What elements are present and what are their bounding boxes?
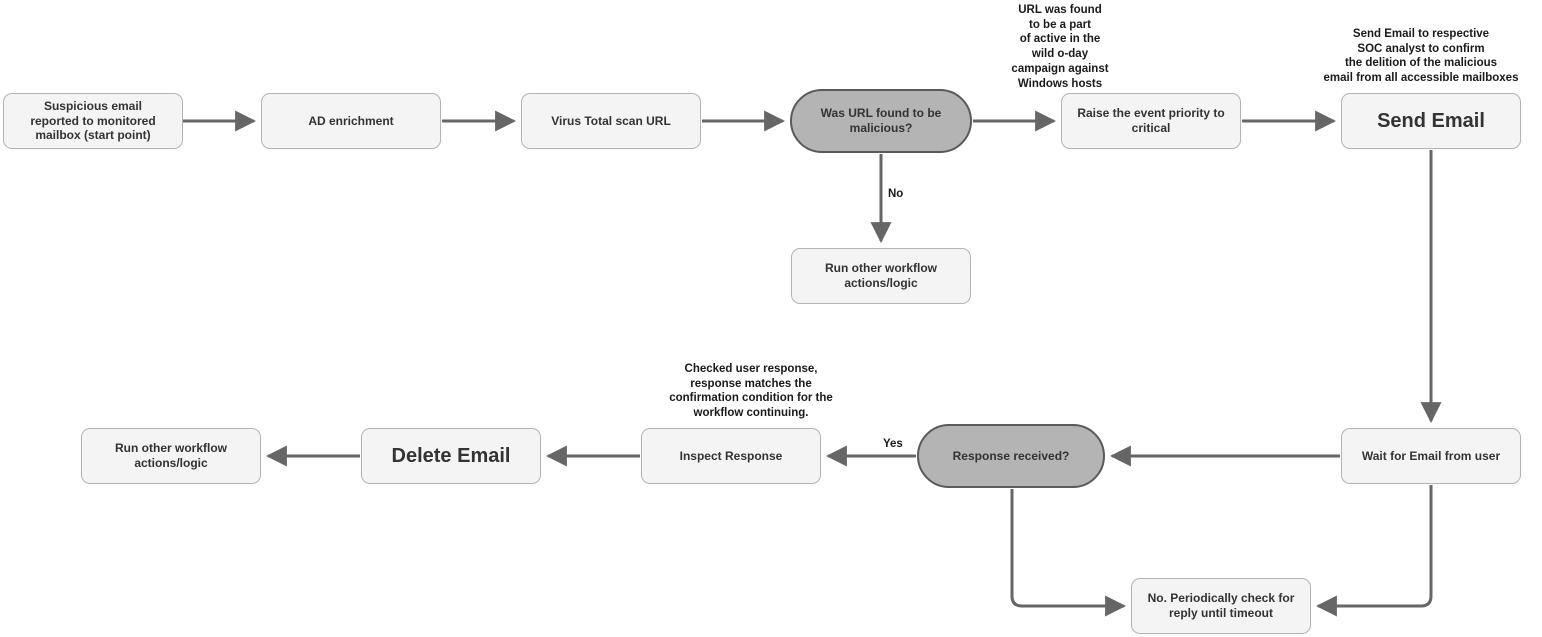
- node-response-received-decision-label: Response received?: [952, 448, 1070, 463]
- node-run-other-workflow-top-label: Run other workflow actions/logic: [825, 261, 937, 290]
- edge-label-no: No: [888, 188, 904, 200]
- node-delete-email[interactable]: Delete Email: [361, 428, 541, 484]
- node-inspect-response-label: Inspect Response: [679, 448, 783, 463]
- node-ad-enrichment[interactable]: AD enrichment: [261, 93, 441, 149]
- node-wait-for-email[interactable]: Wait for Email from user: [1341, 428, 1521, 484]
- node-wait-for-email-label: Wait for Email from user: [1361, 448, 1501, 463]
- edge-label-yes: Yes: [883, 438, 903, 450]
- node-start-label: Suspicious email reported to monitored m…: [30, 99, 156, 143]
- edge-response-no-to-periodic: [1010, 489, 1127, 617]
- node-response-received-decision[interactable]: Response received?: [917, 424, 1105, 488]
- annotation-send-email-note: Send Email to respective SOC analyst to …: [1323, 28, 1519, 85]
- node-start[interactable]: Suspicious email reported to monitored m…: [3, 93, 183, 149]
- node-raise-priority[interactable]: Raise the event priority to critical: [1061, 93, 1241, 149]
- node-periodic-check[interactable]: No. Periodically check for reply until t…: [1131, 578, 1311, 634]
- node-send-email[interactable]: Send Email: [1341, 93, 1521, 149]
- node-virus-total-scan[interactable]: Virus Total scan URL: [521, 93, 701, 149]
- node-run-other-workflow-bottom[interactable]: Run other workflow actions/logic: [81, 428, 261, 484]
- annotation-url-zero-day-note: URL was found to be a part of active in …: [1011, 4, 1109, 90]
- node-delete-email-label: Delete Email: [391, 444, 511, 467]
- node-ad-enrichment-label: AD enrichment: [308, 113, 394, 128]
- node-run-other-workflow-bottom-label: Run other workflow actions/logic: [115, 441, 227, 470]
- node-periodic-check-label: No. Periodically check for reply until t…: [1147, 591, 1295, 620]
- node-inspect-response[interactable]: Inspect Response: [641, 428, 821, 484]
- node-run-other-workflow-top[interactable]: Run other workflow actions/logic: [791, 248, 971, 304]
- edge-wait-to-periodic: [1315, 485, 1433, 617]
- node-virus-total-scan-label: Virus Total scan URL: [551, 113, 671, 128]
- annotation-checked-user-response-note: Checked user response, response matches …: [669, 363, 833, 420]
- node-send-email-label: Send Email: [1377, 109, 1485, 132]
- node-url-malicious-decision-label: Was URL found to be malicious?: [820, 106, 942, 135]
- node-raise-priority-label: Raise the event priority to critical: [1077, 106, 1225, 135]
- node-url-malicious-decision[interactable]: Was URL found to be malicious?: [790, 89, 972, 153]
